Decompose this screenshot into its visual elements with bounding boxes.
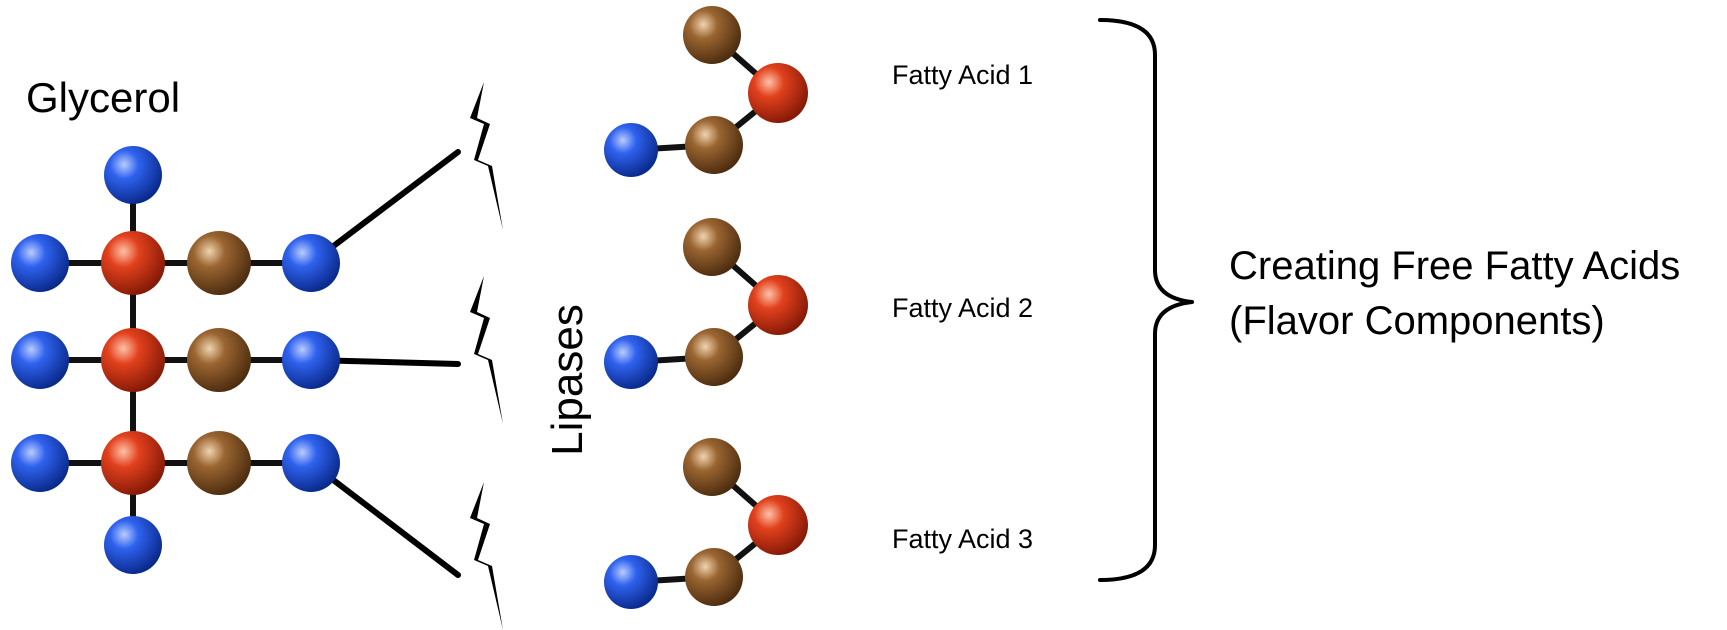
backbone-bonds xyxy=(37,172,314,548)
oxygen-atom xyxy=(104,516,162,574)
result-label-line-1: Creating Free Fatty Acids xyxy=(1229,244,1680,288)
fatty-acid-molecule-3 xyxy=(604,438,808,609)
oxygen-atom xyxy=(604,555,658,609)
result-label-line-2: (Flavor Components) xyxy=(1229,299,1605,343)
curly-brace xyxy=(1098,18,1194,582)
carbon-atom xyxy=(101,431,165,495)
ester-arm-1 xyxy=(308,149,461,266)
oxygen-atom xyxy=(11,434,69,492)
lightning-bolt-icon xyxy=(470,276,503,424)
carbon-atom xyxy=(748,495,808,555)
fatty-acid-label-1: Fatty Acid 1 xyxy=(892,60,1033,90)
ester-atom xyxy=(683,6,741,64)
lipase-cuts xyxy=(470,82,503,630)
ester-atom xyxy=(683,218,741,276)
backbone-atoms xyxy=(11,146,340,574)
lightning-bolt-icon xyxy=(470,82,503,230)
glycerol-label: Glycerol xyxy=(26,74,180,121)
oxygen-atom xyxy=(604,123,658,177)
oxygen-atom xyxy=(11,234,69,292)
carbon-atom xyxy=(101,231,165,295)
oxygen-atom xyxy=(104,146,162,204)
ester-atom xyxy=(187,328,251,392)
carbon-atom xyxy=(101,328,165,392)
oxygen-atom xyxy=(282,331,340,389)
ester-arm-3 xyxy=(308,460,461,578)
ester-atom xyxy=(187,431,251,495)
ester-atom xyxy=(685,548,743,606)
oxygen-atom xyxy=(604,335,658,389)
oxygen-atom xyxy=(282,234,340,292)
fatty-acid-label-2: Fatty Acid 2 xyxy=(892,293,1033,323)
lightning-bolt-icon xyxy=(470,482,503,630)
oxygen-atom xyxy=(282,434,340,492)
carbon-atom xyxy=(748,63,808,123)
triglyceride-molecule xyxy=(11,146,461,578)
lipases-label: Lipases xyxy=(543,304,592,456)
ester-atom xyxy=(683,438,741,496)
ester-atom xyxy=(685,116,743,174)
fatty-acid-label-3: Fatty Acid 3 xyxy=(892,524,1033,554)
ester-atom xyxy=(685,328,743,386)
oxygen-atom xyxy=(11,331,69,389)
ester-atom xyxy=(187,231,251,295)
fatty-acid-molecule-2 xyxy=(604,218,808,389)
fatty-acid-molecule-1 xyxy=(604,6,808,177)
carbon-atom xyxy=(748,275,808,335)
